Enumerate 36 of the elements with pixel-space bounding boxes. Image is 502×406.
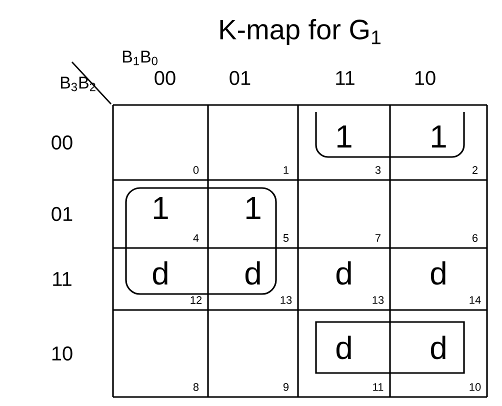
cell-index: 2 [472,166,478,174]
column-header: 10 [415,70,436,86]
cell-value: 1 [432,126,446,148]
cell-index: 1 [284,166,289,174]
cell-index: 14 [470,296,481,304]
row-header: 11 [53,272,72,286]
cell-index: 5 [283,234,289,242]
cell-index: 3 [375,166,381,174]
cell-index: 13 [280,296,292,304]
cell-index: 13 [372,296,384,304]
cell-value: d [430,261,446,285]
row-header: 00 [52,135,72,150]
axis-label: B$_{1}$B$_{0}$ [122,50,158,66]
cell-index: 10 [470,383,481,391]
cell-value: d [336,336,351,360]
cell-value: d [245,261,260,285]
column-header: 11 [336,71,354,85]
cell-index: 12 [190,296,202,304]
cell-value: 1 [338,126,352,148]
cell-value: d [430,336,446,360]
column-header: 00 [154,70,176,86]
title: K-map for G$_{1}$ [220,18,380,46]
cell-index: 11 [373,383,384,391]
row-header: 10 [52,346,72,361]
cell-value: d [336,261,351,285]
cell-index: 0 [193,166,199,174]
column-header: 01 [230,70,250,86]
cell-value: d [152,261,168,285]
cell-index: 6 [472,234,478,242]
cell-value: 1 [154,197,168,219]
cell-index: 8 [193,383,199,391]
cell-index: 7 [376,234,381,242]
cell-index: 4 [193,234,199,242]
cell-value: 1 [246,197,260,219]
cell-index: 9 [283,383,289,391]
row-header: 01 [52,206,72,222]
